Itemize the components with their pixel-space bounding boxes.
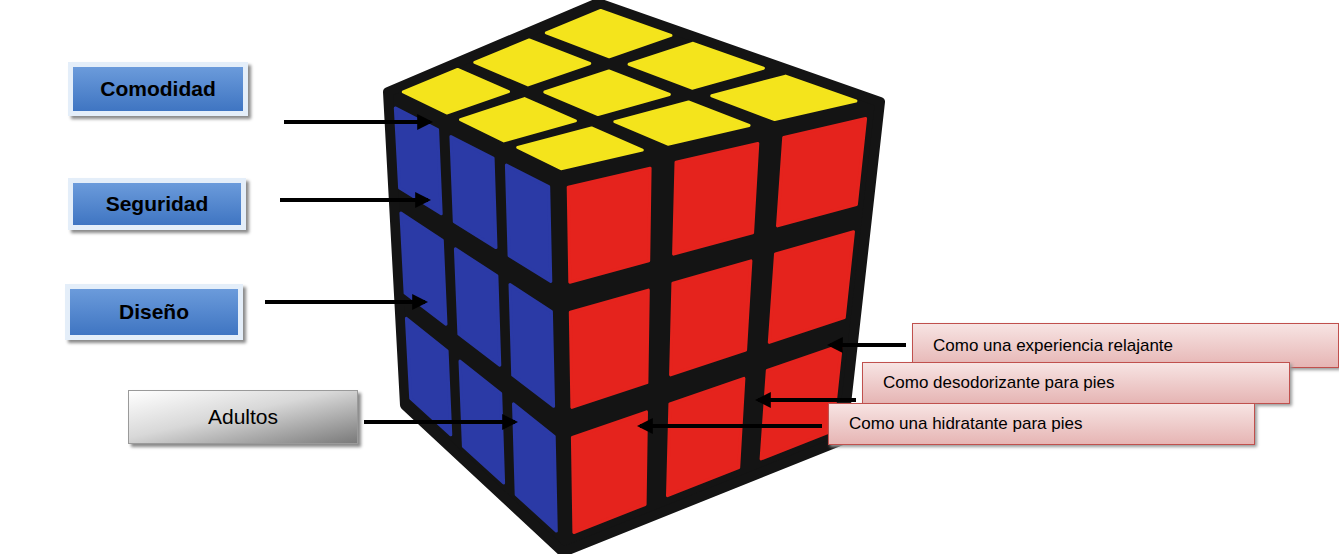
feature-box: Diseño [65, 284, 243, 340]
leader-arrow [758, 398, 856, 402]
leader-arrow [280, 198, 428, 202]
cube-sticker [506, 165, 550, 282]
cube-sticker [629, 43, 763, 88]
cube-sticker [401, 213, 446, 324]
leader-arrow [364, 420, 515, 424]
cube-sticker [769, 232, 853, 343]
box-label: Comodidad [100, 77, 216, 101]
box-label: Como una experiencia relajante [933, 336, 1173, 356]
cube-sticker [674, 143, 758, 254]
feature-box: Comodidad [68, 62, 248, 116]
leader-arrow [640, 424, 822, 428]
leader-arrow [830, 343, 906, 347]
cube-sticker [570, 290, 648, 407]
cube-body [388, 3, 880, 552]
cube-sticker [406, 318, 450, 435]
use-box: Como una hidratante para pies [828, 403, 1255, 445]
cube-sticker [475, 40, 590, 85]
cube-sticker [514, 404, 557, 531]
cube-sticker [572, 412, 646, 533]
box-label: Adultos [208, 405, 278, 429]
cube-sticker [403, 69, 508, 113]
box-label: Como desodorizante para pies [883, 373, 1115, 393]
cube-sticker [546, 11, 671, 57]
box-label: Seguridad [106, 192, 209, 216]
cube-sticker [671, 261, 751, 375]
box-label: Como una hidratante para pies [849, 414, 1082, 434]
cube-sticker [712, 76, 856, 120]
feature-box: Seguridad [68, 178, 246, 230]
cube-sticker [668, 378, 744, 495]
cube-sticker [615, 102, 749, 144]
leader-arrow [265, 300, 425, 304]
audience-box: Adultos [128, 390, 358, 444]
cube-sticker [455, 249, 499, 365]
use-box: Como desodorizante para pies [862, 362, 1290, 404]
box-label: Diseño [119, 300, 189, 324]
cube-sticker [461, 99, 576, 141]
cube-sticker [451, 137, 496, 248]
cube-sticker [510, 284, 554, 406]
cube-sticker [545, 71, 670, 115]
leader-arrow [284, 120, 430, 124]
cube-sticker [568, 168, 650, 282]
cube-sticker [778, 119, 866, 226]
cube-sticker [518, 128, 643, 169]
